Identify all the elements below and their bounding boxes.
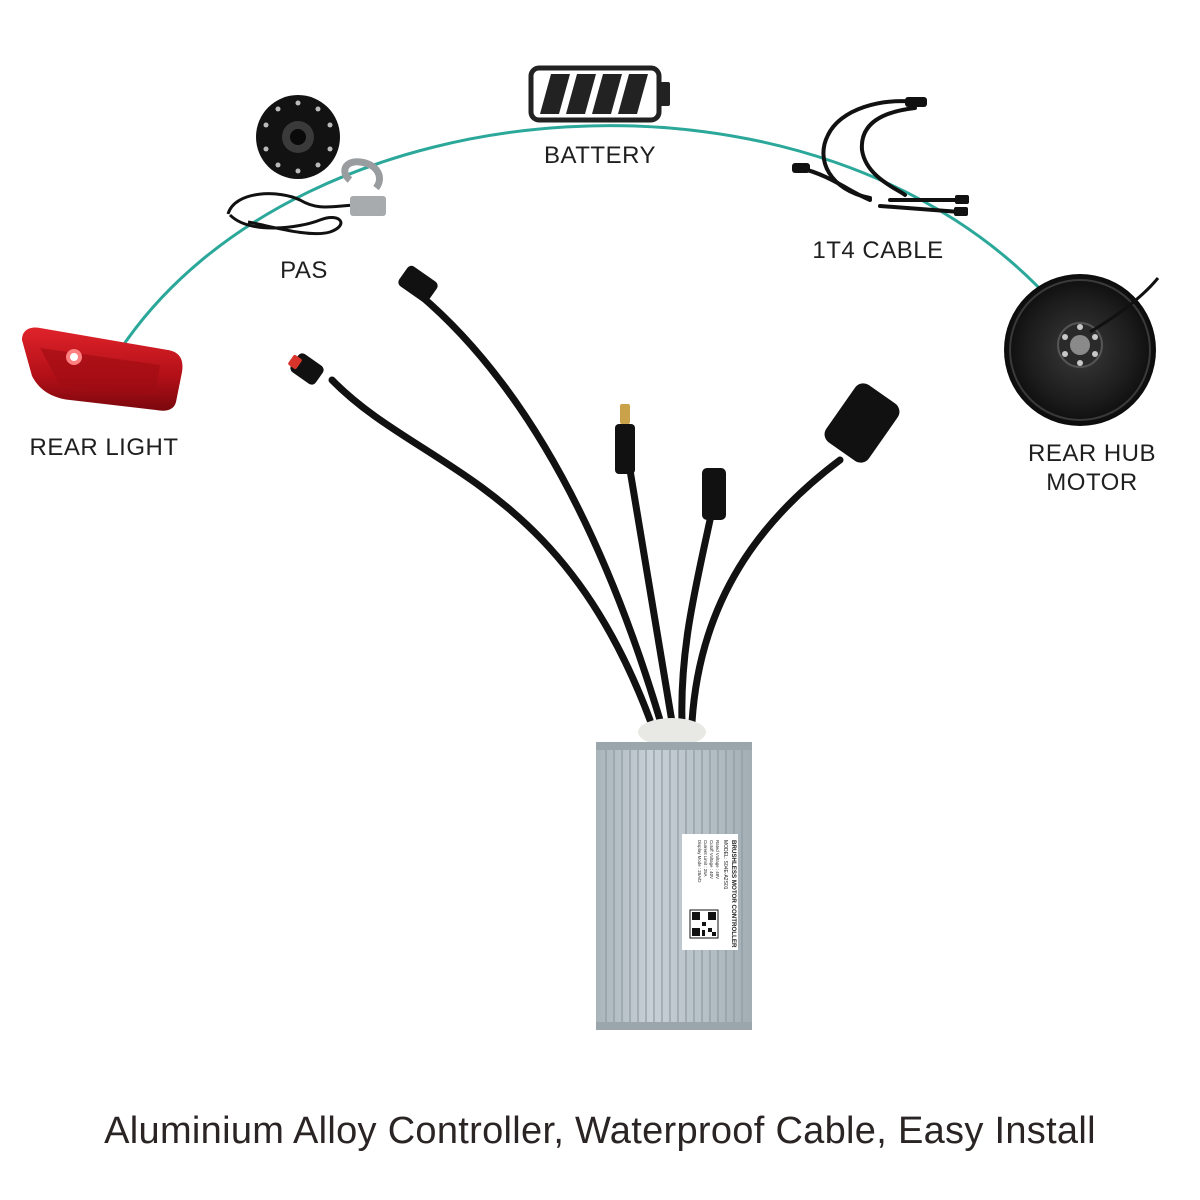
connection-arc: [118, 124, 1057, 351]
rear-light-icon: [22, 327, 183, 411]
battery-icon: [528, 65, 670, 123]
hub-motor-icon: [1004, 274, 1160, 426]
cable-1t4-icon: [792, 97, 969, 216]
caption: Aluminium Alloy Controller, Waterproof C…: [104, 1110, 1096, 1152]
connector-heads: [288, 265, 900, 520]
battery-label: BATTERY: [544, 142, 656, 169]
controller-cables: [328, 291, 844, 726]
cable-1t4-label: 1T4 CABLE: [812, 237, 944, 264]
controller-rated-voltage: Rated Voltage : 48V: [715, 840, 720, 879]
rear-hub-motor-label-line1: REAR HUB: [1027, 440, 1157, 467]
controller-model: MODEL: S04E-A2S01: [722, 840, 728, 890]
controller-housing: BRUSHLESS MOTOR CONTROLLER MODEL: S04E-A…: [596, 742, 752, 1030]
pas-sensor-icon: [226, 95, 386, 236]
controller-display-mode: Display Mode : 25A/D: [697, 840, 702, 882]
rear-light-label: REAR LIGHT: [29, 434, 179, 461]
controller-cutoff-voltage: Cutoff Voltage : 40V: [709, 840, 714, 879]
cable-grommet: [638, 718, 706, 746]
pas-label: PAS: [280, 257, 328, 284]
controller-current-limit: Current Limit : 25A: [703, 840, 708, 877]
rear-hub-motor-label-line2: MOTOR: [1046, 469, 1138, 496]
qr-code-icon: [689, 909, 719, 939]
controller-title: BRUSHLESS MOTOR CONTROLLER: [730, 840, 737, 948]
controller-label-text: BRUSHLESS MOTOR CONTROLLER MODEL: S04E-A…: [697, 840, 737, 948]
rear-hub-motor-label: REAR HUB MOTOR: [1000, 439, 1184, 497]
